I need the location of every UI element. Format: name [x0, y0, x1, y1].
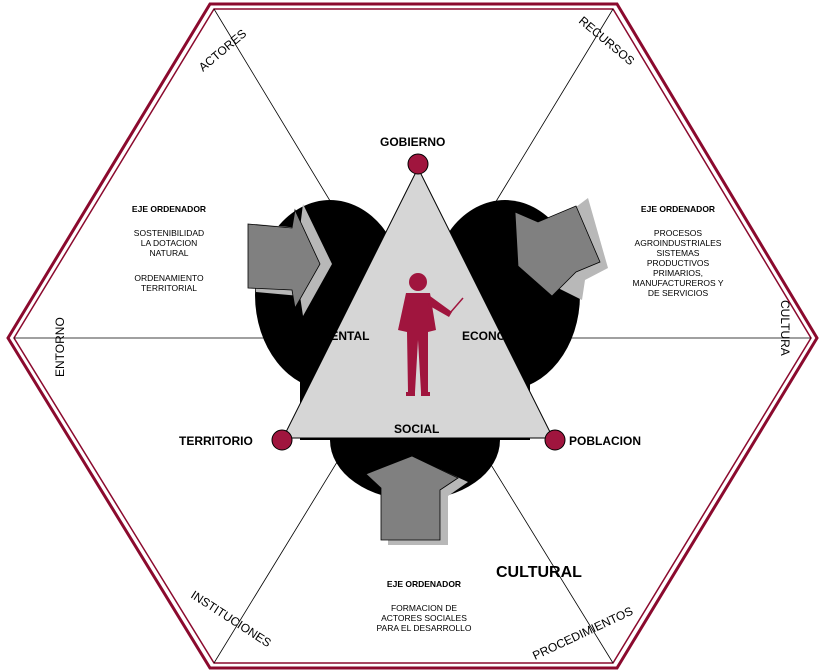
- right-block-line: AGROINDUSTRIALES: [635, 238, 722, 248]
- right-block-line: SISTEMAS: [657, 248, 700, 258]
- right-block-line: DE SERVICIOS: [648, 288, 709, 298]
- arrow-left: [247, 204, 332, 316]
- arrow-bottom: [365, 455, 468, 545]
- label-cultural: CULTURAL: [496, 564, 582, 581]
- right-block-line: MANUFACTUREROS Y: [633, 278, 724, 288]
- label-territorio: TERRITORIO: [179, 434, 253, 448]
- label-economica: ECONO: [462, 329, 506, 343]
- right-block-line: PRIMARIOS,: [653, 268, 703, 278]
- label-cultura: CULTURA: [778, 300, 792, 356]
- label-gobierno: GOBIERNO: [380, 135, 445, 149]
- left-block-line: LA DOTACION: [141, 238, 198, 248]
- label-ambiental: IENTAL: [327, 329, 369, 343]
- bottom-block-line: ACTORES SOCIALES: [381, 613, 467, 623]
- right-block-line: PRODUCTIVOS: [647, 258, 710, 268]
- bottom-block-title: EJE ORDENADOR: [387, 579, 461, 589]
- bottom-block-line: FORMACION DE: [391, 603, 457, 613]
- left-text-block: EJE ORDENADOR SOSTENIBILIDAD LA DOTACION…: [132, 204, 206, 293]
- right-block-line: PROCESOS: [654, 228, 703, 238]
- node-poblacion[interactable]: [544, 429, 566, 451]
- left-block-line: TERRITORIAL: [141, 283, 197, 293]
- left-block-title: EJE ORDENADOR: [132, 204, 206, 214]
- label-social: SOCIAL: [394, 422, 439, 436]
- left-block-line: SOSTENIBILIDAD: [134, 228, 204, 238]
- label-poblacion: POBLACION: [569, 434, 641, 448]
- node-gobierno[interactable]: [407, 153, 429, 175]
- node-territorio[interactable]: [271, 429, 293, 451]
- bottom-block-line: PARA EL DESARROLLO: [377, 623, 472, 633]
- presenter-figure-icon: [398, 273, 464, 396]
- label-entorno: ENTORNO: [53, 317, 67, 377]
- right-block-title: EJE ORDENADOR: [641, 204, 715, 214]
- arrow-right: [514, 198, 608, 300]
- left-block-line: NATURAL: [149, 248, 188, 258]
- bottom-text-block: EJE ORDENADOR FORMACION DE ACTORES SOCIA…: [377, 579, 472, 633]
- left-block-line: ORDENAMIENTO: [134, 273, 204, 283]
- right-text-block: EJE ORDENADOR PROCESOS AGROINDUSTRIALES …: [633, 204, 724, 298]
